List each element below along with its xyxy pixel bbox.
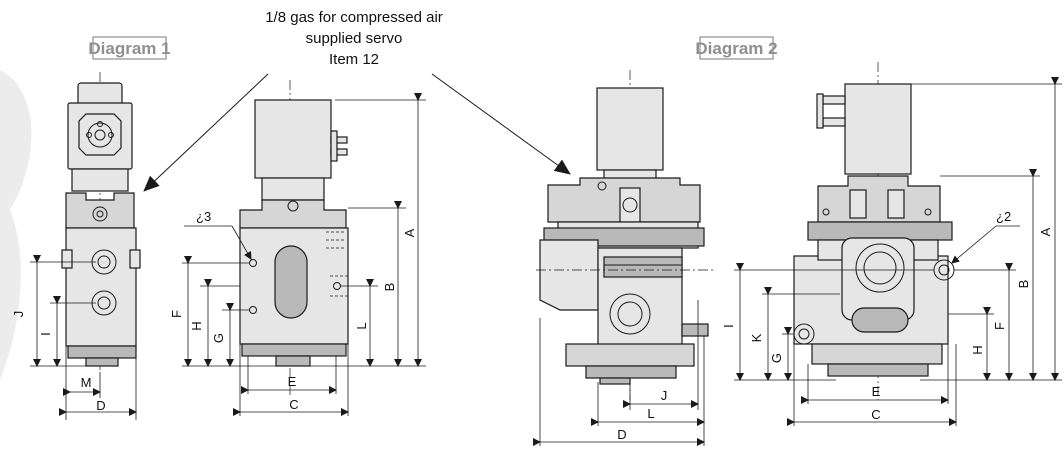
callout-line-1: 1/8 gas for compressed air [265, 9, 443, 26]
dim-M: M [81, 375, 92, 390]
diagram-1-side-view [182, 80, 426, 416]
dim-B-d2: B [1016, 280, 1031, 289]
dim-G-d1: G [211, 333, 226, 343]
dim-K: K [749, 333, 764, 342]
dim-G-d2: G [769, 353, 784, 363]
dim-I-d1: I [38, 332, 53, 336]
callout-arrow-right [431, 73, 571, 175]
dim-E-d2: E [872, 384, 881, 399]
dim-C-d1: C [289, 397, 298, 412]
dim-A-d2: A [1038, 227, 1053, 236]
dim-D-d2: D [617, 427, 626, 442]
callout-arrow-left [143, 73, 269, 192]
dim-L-d2: L [647, 406, 654, 421]
diagram-2-left-view [533, 70, 716, 446]
hole-note-d1: ¿3 [196, 209, 211, 224]
dim-B-d1: B [382, 283, 397, 292]
dim-C-d2: C [871, 407, 880, 422]
dim-J-d2: J [661, 388, 668, 403]
dim-F-d1: F [169, 310, 184, 318]
dim-L-d1: L [354, 322, 369, 329]
background-shade [0, 70, 32, 380]
dim-H-d2: H [970, 345, 985, 354]
dim-F-d2: F [992, 322, 1007, 330]
dim-D-d1: D [96, 398, 105, 413]
diagram-2-title: Diagram 2 [695, 36, 778, 60]
diagram-1-title: Diagram 1 [88, 36, 171, 60]
svg-text:Diagram 2: Diagram 2 [695, 39, 777, 58]
callout-line-3: Item 12 [329, 51, 379, 68]
svg-text:Diagram 1: Diagram 1 [88, 39, 170, 58]
diagram-2-right-view [734, 62, 1062, 426]
dim-A-d1: A [402, 228, 417, 237]
dim-E-d1: E [288, 374, 297, 389]
dim-I-d2: I [721, 324, 736, 328]
dim-J-d1: J [11, 311, 26, 318]
dim-H-d1: H [189, 321, 204, 330]
servo-callout: 1/8 gas for compressed air supplied serv… [143, 9, 571, 192]
diagram-1-front-view [30, 72, 141, 420]
callout-line-2: supplied servo [306, 30, 403, 47]
hole-note-d2: ¿2 [996, 209, 1011, 224]
